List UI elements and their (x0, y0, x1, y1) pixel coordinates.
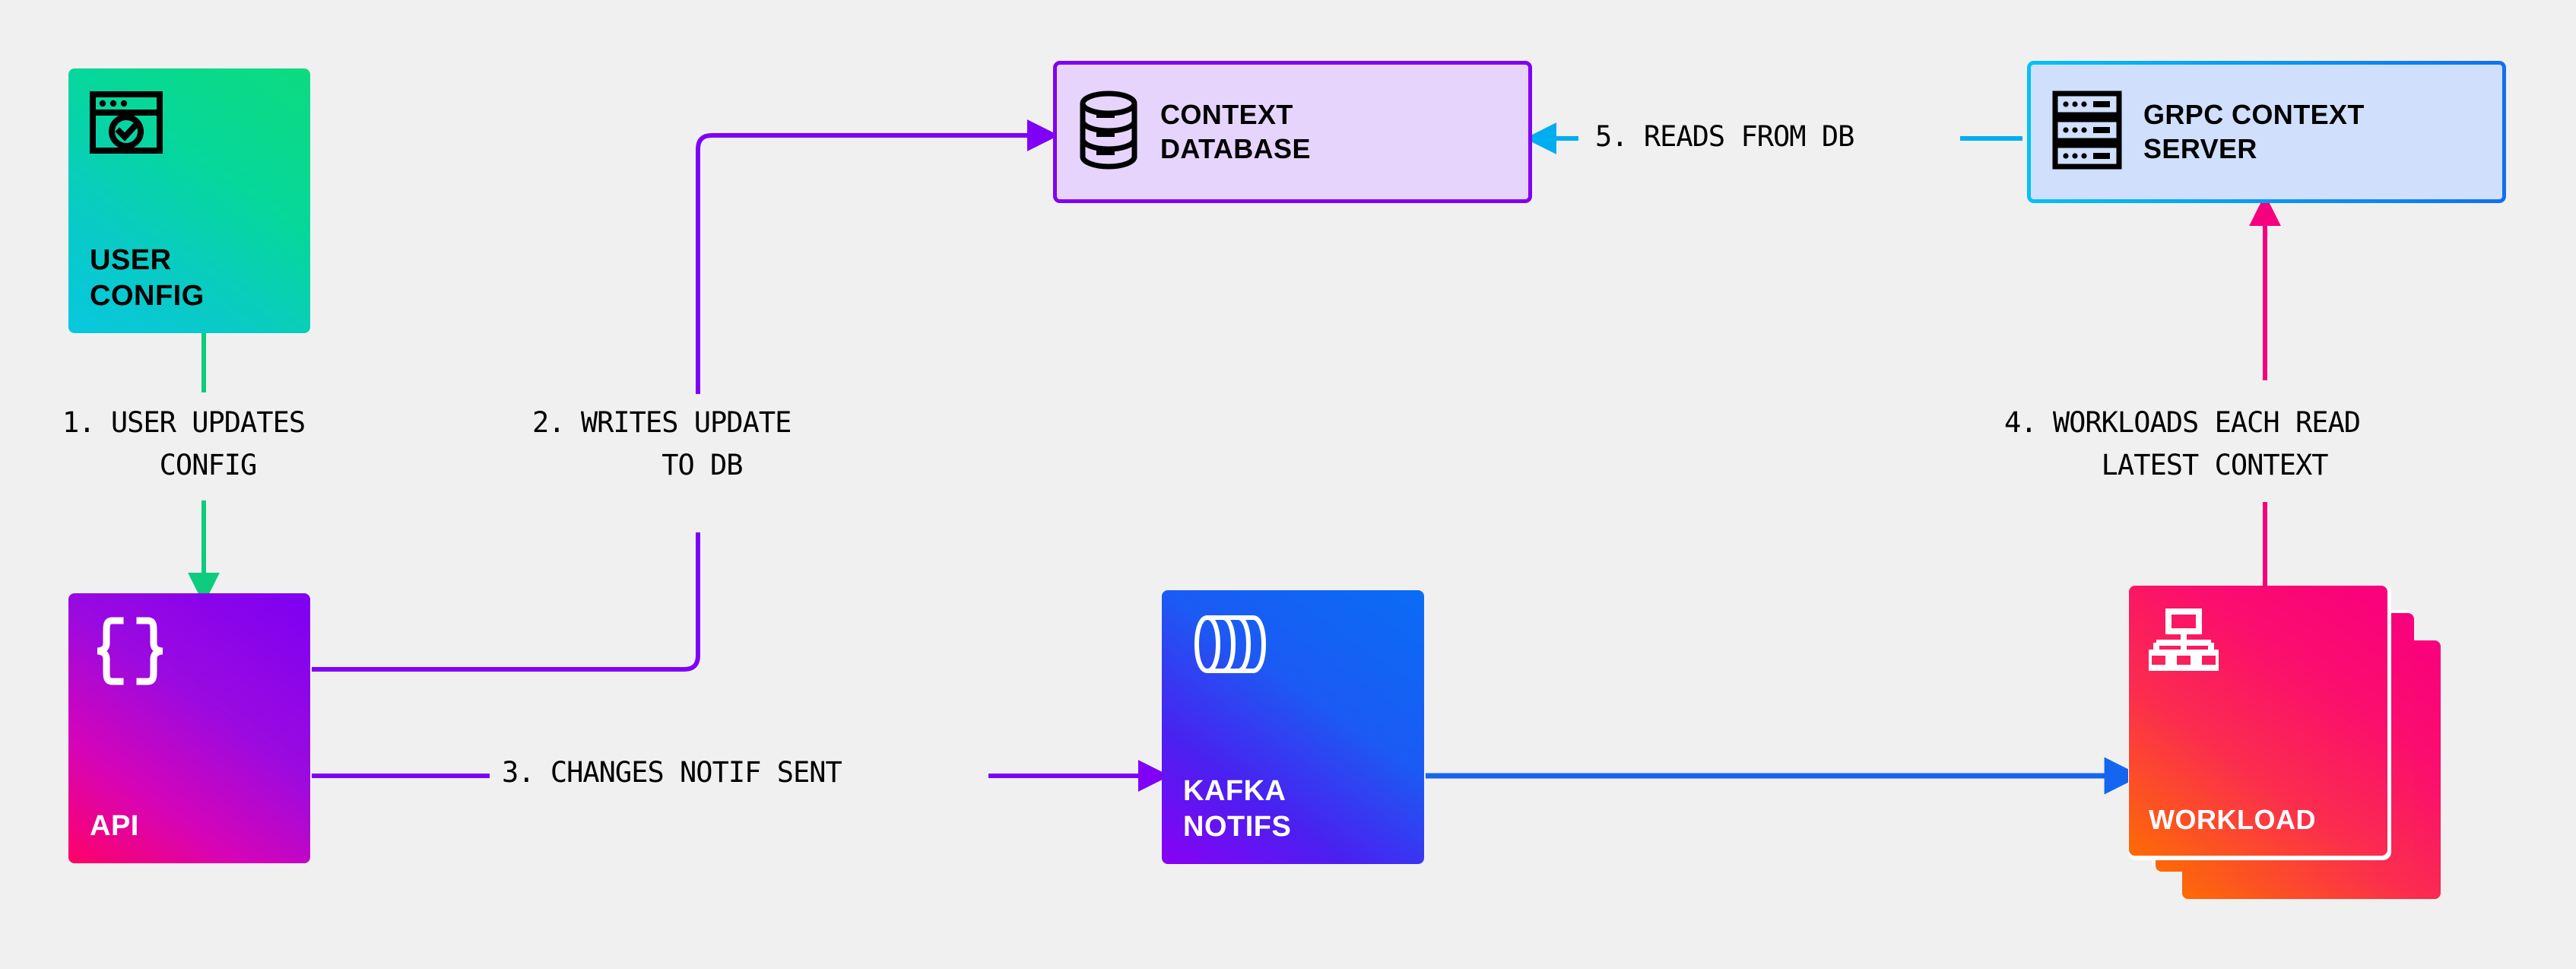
node-label: WORKLOAD (2149, 804, 2316, 835)
stream-pipe-icon (1183, 613, 1403, 679)
edge-label-step-5: 5. READS FROM DB (1595, 120, 1854, 153)
workload-card-front[interactable]: WORKLOAD (2129, 586, 2387, 856)
node-api[interactable]: API (68, 593, 310, 863)
browser-check-icon (90, 91, 289, 157)
node-workload[interactable]: WORKLOAD (2129, 586, 2441, 901)
node-label: API (90, 809, 139, 842)
edge-label-step-2: 2. WRITES UPDATE TO DB (532, 406, 792, 482)
hierarchy-icon (2146, 608, 2368, 675)
curly-braces-icon (90, 616, 289, 690)
edge-label-step-3: 3. CHANGES NOTIF SENT (502, 756, 842, 789)
edge-label-step-4: 4. WORKLOADS EACH READ LATEST CONTEXT (2004, 406, 2361, 482)
edge-label-step-1: 1. USER UPDATES CONFIG (62, 406, 306, 482)
database-cylinder-icon (1077, 91, 1140, 173)
server-rack-icon (2051, 91, 2124, 173)
